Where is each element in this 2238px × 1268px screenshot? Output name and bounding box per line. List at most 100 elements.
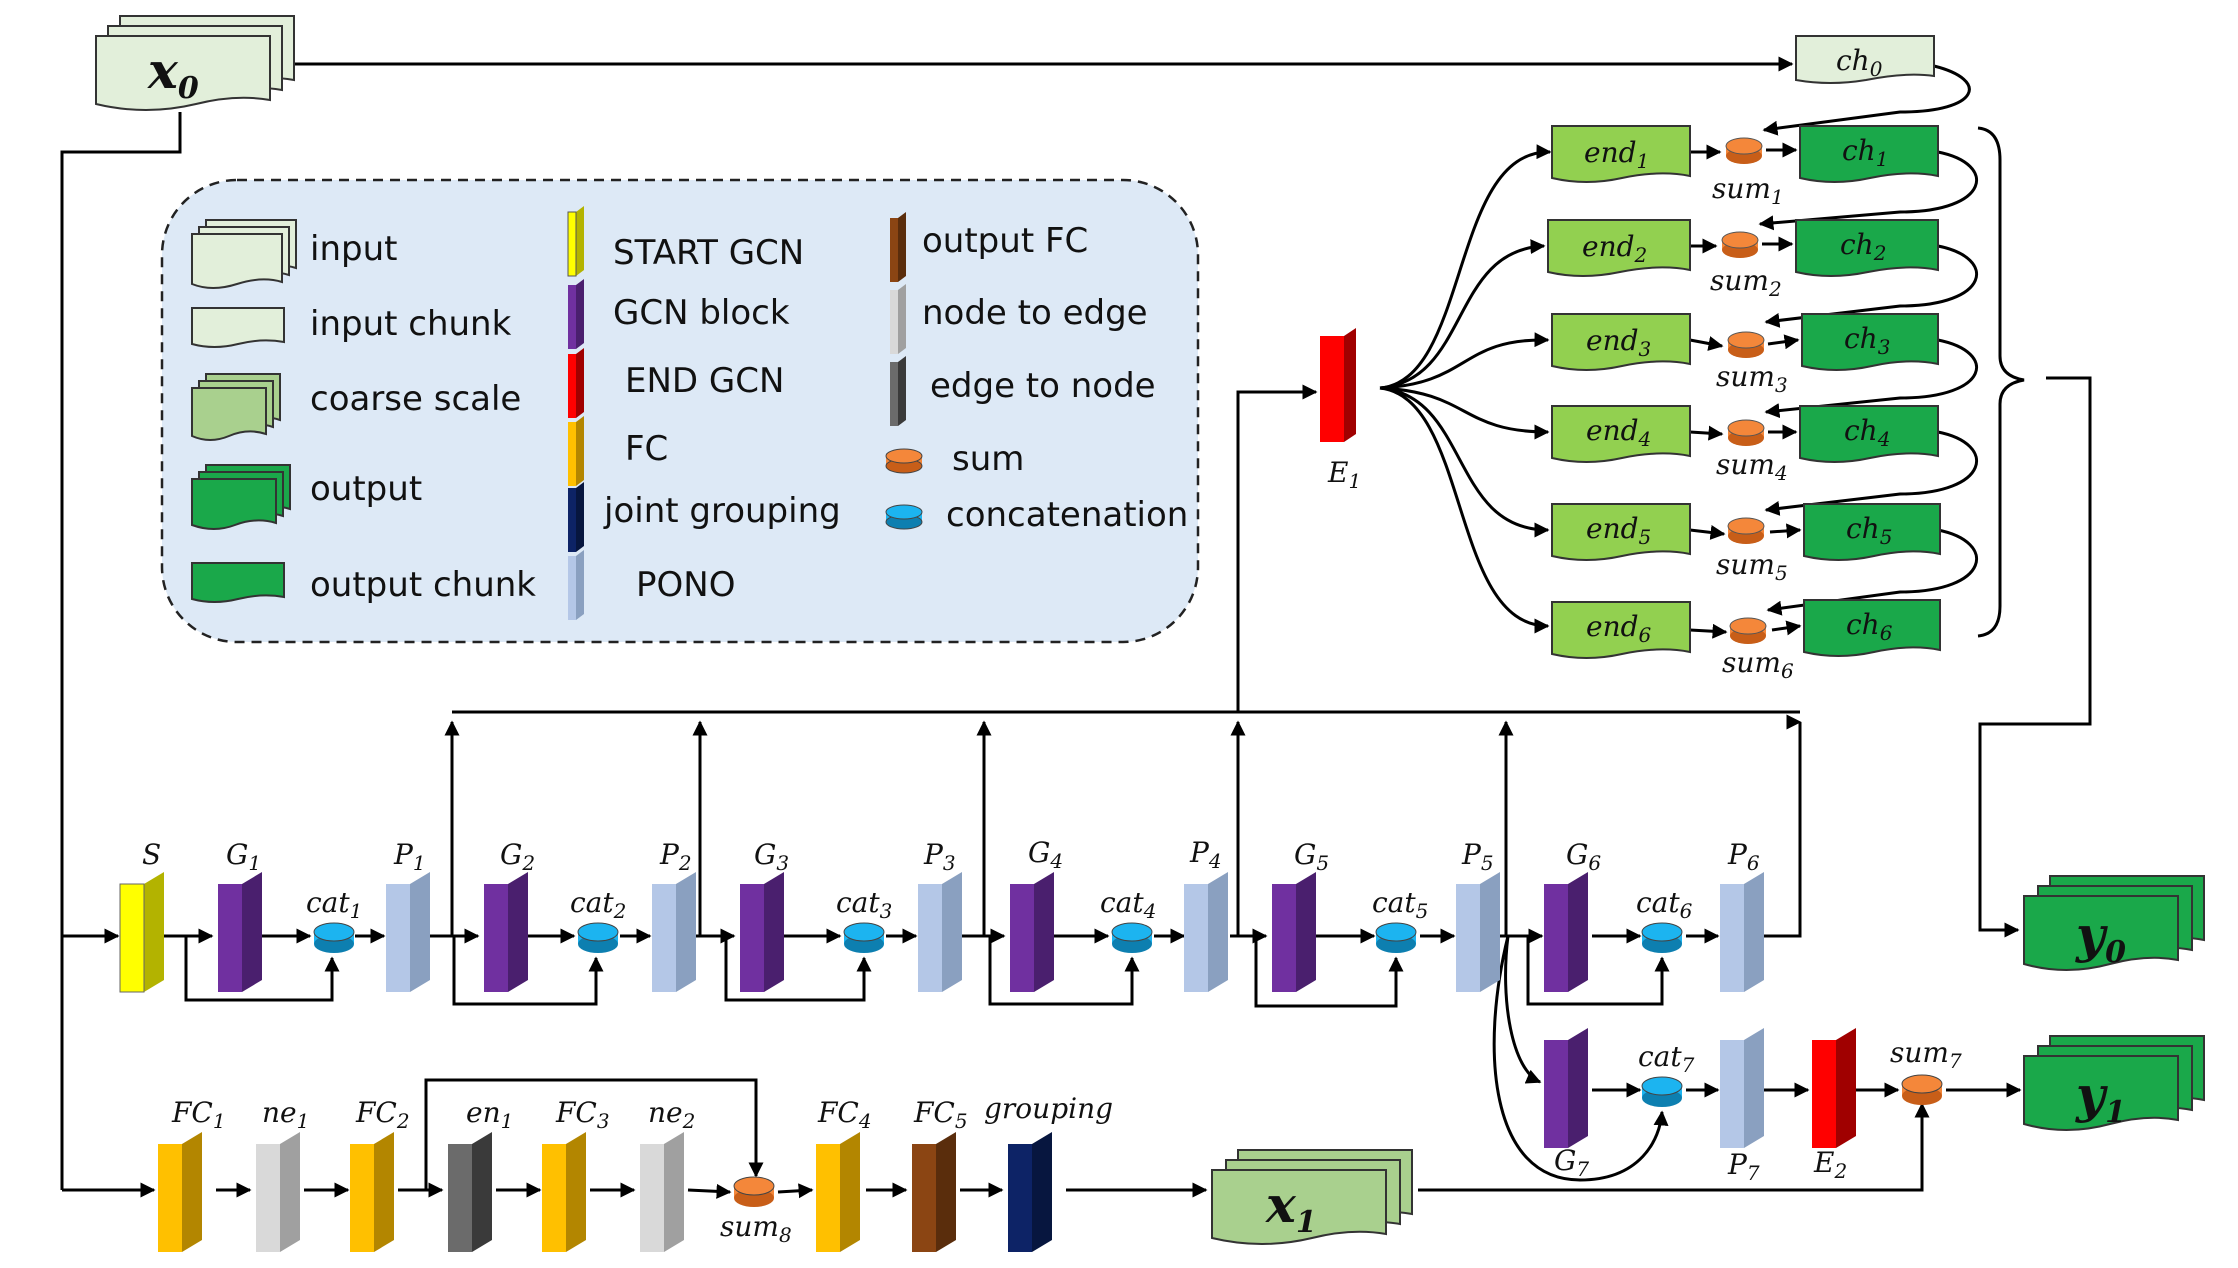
s-label: S (142, 838, 161, 871)
output-y1: y1 (2023, 1035, 2205, 1131)
pono-block-p5 (1456, 872, 1500, 992)
ch6-block (1803, 599, 1941, 657)
sum2-icon (1721, 231, 1759, 258)
node-to-edge-block-ne2 (640, 1132, 684, 1252)
ch4-block (1799, 405, 1939, 463)
p6-label: P6 (1727, 838, 1760, 875)
fc1-label: FC1 (171, 1096, 226, 1133)
legend-sum-icon (885, 448, 923, 474)
ch1-block (1799, 125, 1939, 183)
ch0-label: ch0 (1836, 44, 1883, 81)
sum4-label: sum4 (1716, 448, 1788, 485)
cat5-label: cat5 (1372, 886, 1428, 923)
g6-label: G6 (1566, 838, 1601, 875)
joint-grouping-block (1008, 1132, 1052, 1252)
legend-concatenation-icon (885, 504, 923, 530)
legend-start-gcn-label: START GCN (613, 233, 804, 273)
ch5-block (1803, 503, 1941, 561)
gcn-row: S G1 cat1 P1 G2 cat2 P2 G3 cat3 P3 G4 ca… (119, 836, 1962, 1185)
fc3-label: FC3 (555, 1096, 610, 1133)
fc-block-fc4 (816, 1132, 860, 1252)
end4-block (1551, 405, 1691, 463)
cat4-icon (1111, 922, 1153, 953)
g4-label: G4 (1028, 836, 1063, 873)
pono-block-p4 (1184, 872, 1228, 992)
p2-label: P2 (659, 838, 692, 875)
legend-node-to-edge-icon (890, 284, 906, 354)
legend-end-gcn-label: END GCN (625, 361, 784, 401)
g5-label: G5 (1294, 838, 1329, 875)
end3-block (1551, 313, 1691, 371)
x0-label: x0 (147, 41, 199, 106)
fc-block-fc3 (542, 1132, 586, 1252)
output-y0: y0 (2023, 875, 2205, 971)
pono-block-p2 (652, 872, 696, 992)
p7-label: P7 (1727, 1148, 1760, 1185)
edge-to-node-block-en1 (448, 1132, 492, 1252)
ch6-label: ch6 (1846, 608, 1893, 645)
fc5-label: FC5 (913, 1096, 968, 1133)
cat5-icon (1375, 922, 1417, 953)
ch3-label: ch3 (1844, 322, 1890, 359)
cat7-label: cat7 (1638, 1040, 1695, 1077)
p3-label: P3 (923, 838, 956, 875)
legend-output-fc-icon (890, 212, 906, 282)
sum6-icon (1729, 617, 1767, 644)
end6-label: end6 (1586, 610, 1652, 647)
grouping-label: grouping (984, 1092, 1113, 1125)
legend-edge-to-node-label: edge to node (930, 366, 1156, 406)
connectors (60, 56, 2092, 1199)
end2-block (1547, 219, 1691, 277)
gcn-block-g1 (218, 872, 262, 992)
legend-coarse-scale-label: coarse scale (310, 379, 521, 419)
gcn-block-g4 (1010, 872, 1054, 992)
coarse-x1: x1 (1211, 1149, 1413, 1245)
gcn-block-g5 (1272, 872, 1316, 992)
sum7-label: sum7 (1890, 1036, 1962, 1073)
end1-label: end1 (1584, 136, 1649, 173)
cat6-label: cat6 (1636, 886, 1693, 923)
sum1-icon (1725, 137, 1763, 164)
end3-label: end3 (1586, 324, 1651, 361)
end5-label: end5 (1586, 512, 1651, 549)
ch4-label: ch4 (1844, 414, 1890, 451)
sum6-label: sum6 (1722, 646, 1794, 683)
g2-label: G2 (500, 838, 535, 875)
cat1-label: cat1 (306, 886, 362, 923)
legend-gcn-block-label: GCN block (613, 293, 790, 333)
legend-sum-label: sum (952, 439, 1024, 479)
legend-output-label: output (310, 469, 422, 509)
cat1-icon (313, 922, 355, 953)
gcn-block-g3 (740, 872, 784, 992)
legend-input-icon (191, 219, 297, 289)
sum7-icon (1901, 1074, 1943, 1105)
ne1-label: ne1 (262, 1096, 309, 1133)
sum3-label: sum3 (1716, 360, 1788, 397)
legend-start-gcn-icon (567, 206, 584, 277)
block-e1: E1 (1320, 328, 1361, 493)
ch2-block (1795, 219, 1939, 277)
legend-concatenation-label: concatenation (946, 495, 1188, 535)
legend-edge-to-node-icon (890, 356, 906, 426)
sum8-icon (733, 1176, 775, 1207)
legend-gcn-block-icon (568, 279, 584, 349)
pono-block-p7 (1720, 1028, 1764, 1148)
chunk-rows: end1 ch1 sum1 end2 ch2 sum2 end3 ch3 sum… (1547, 125, 1941, 683)
fc4-label: FC4 (817, 1096, 872, 1133)
legend-output-chunk-icon (191, 562, 285, 603)
sum4-icon (1727, 419, 1765, 446)
cat7-icon (1641, 1076, 1683, 1107)
fc2-label: FC2 (355, 1096, 410, 1133)
y1-label: y1 (2075, 1065, 2126, 1130)
legend-coarse-scale-icon (191, 373, 281, 441)
y0-label: y0 (2075, 905, 2126, 970)
sum2-label: sum2 (1710, 264, 1782, 301)
fc-block-fc2 (350, 1132, 394, 1252)
legend: input input chunk coarse scale output ou… (160, 178, 1200, 644)
legend-node-to-edge-label: node to edge (922, 293, 1148, 333)
cat3-icon (843, 922, 885, 953)
en1-label: en1 (466, 1096, 513, 1133)
pono-block-p3 (918, 872, 962, 992)
input-x0: x0 (95, 15, 295, 111)
